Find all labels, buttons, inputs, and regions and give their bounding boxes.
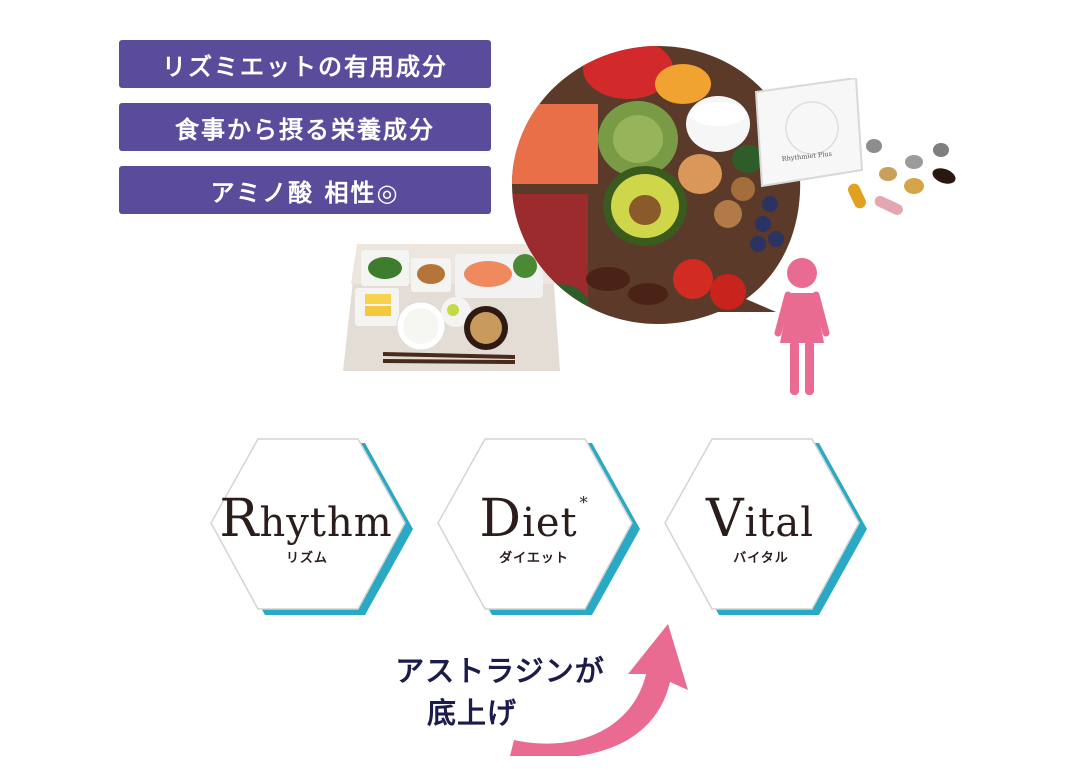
pillar-subtitle: バイタル — [733, 551, 789, 566]
supplement-packet: Rhythmiet Plus — [754, 78, 864, 188]
hexagon-shape — [210, 438, 413, 615]
label-amino-acid-compat: アミノ酸 相性◎ — [119, 166, 491, 214]
pillar-diet: Diet* ダイエット — [434, 437, 642, 617]
meal-photo — [343, 244, 560, 371]
label-dietary-nutrients: 食事から摂る栄養成分 — [119, 103, 491, 151]
food-collage-photo — [512, 46, 801, 324]
woman-icon — [774, 258, 830, 395]
supplement-pills — [848, 139, 956, 215]
label-useful-ingredients: リズミエットの有用成分 — [119, 40, 491, 88]
callout-line-1: アストラジンが — [395, 654, 605, 688]
pillar-subtitle: リズム — [285, 551, 328, 566]
pillar-title: Rhythm — [219, 489, 393, 549]
curved-arrow-icon — [510, 624, 688, 756]
pillar-subtitle: ダイエット — [499, 551, 569, 566]
hexagon-shape — [664, 438, 867, 615]
pillar-rhythm: Rhythm リズム — [207, 437, 415, 617]
hexagon-shape — [437, 438, 640, 615]
pillar-title: Diet* — [479, 489, 589, 549]
callout-line-2: 底上げ — [426, 696, 517, 730]
pillar-title: Vital — [705, 489, 815, 549]
pillar-vital: Vital バイタル — [661, 437, 869, 617]
